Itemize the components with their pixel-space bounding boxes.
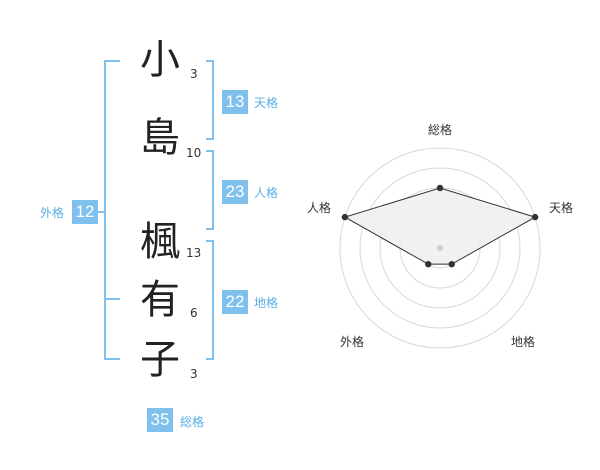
chikaku-bracket-bottom <box>206 358 214 360</box>
gaikaku-label: 外格 <box>40 206 65 220</box>
radar-axis-label-soukaku: 総格 <box>428 123 453 137</box>
radar-point-3 <box>448 260 455 268</box>
name-char-5: 子 <box>140 337 180 383</box>
stroke-count-4: 6 <box>190 306 198 320</box>
jinkaku-bracket-top <box>206 150 214 152</box>
jinkaku-bracket-bottom <box>206 228 214 230</box>
radar-point-5 <box>341 213 349 221</box>
radar-point-4 <box>425 260 432 268</box>
jinkaku-label: 人格 <box>254 186 279 200</box>
soukaku-label: 総格 <box>180 415 205 429</box>
gaikaku-badge: 12 <box>72 200 98 224</box>
chikaku-bracket-spine <box>212 240 214 360</box>
stroke-count-5: 3 <box>190 367 198 381</box>
jinkaku-badge: 23 <box>222 180 248 204</box>
chikaku-bracket-top <box>206 240 214 242</box>
gaikaku-bracket-mid <box>104 298 120 300</box>
tenkaku-label: 天格 <box>254 96 279 110</box>
soukaku-badge: 35 <box>147 408 173 432</box>
name-char-3: 楓 <box>140 219 180 265</box>
radar-series-area <box>343 187 537 265</box>
tenkaku-bracket-spine <box>212 60 214 140</box>
radar-grid-ring-5 <box>339 147 541 349</box>
stroke-count-2: 10 <box>186 146 202 160</box>
stroke-count-1: 3 <box>190 67 198 81</box>
tenkaku-bracket-top <box>206 60 214 62</box>
jinkaku-bracket-spine <box>212 150 214 230</box>
radar-point-2 <box>531 213 539 221</box>
gaikaku-bracket-tick <box>98 211 104 213</box>
gaikaku-bracket-spine <box>104 60 106 360</box>
name-char-4: 有 <box>140 277 180 323</box>
chikaku-label: 地格 <box>254 296 279 310</box>
gaikaku-bracket-top <box>104 60 120 62</box>
name-char-2: 島 <box>140 115 180 161</box>
chikaku-badge: 22 <box>222 290 248 314</box>
name-char-1: 小 <box>140 37 180 83</box>
tenkaku-bracket-bottom <box>206 138 214 140</box>
stroke-count-3: 13 <box>186 246 202 260</box>
radar-chart <box>339 147 541 349</box>
radar-grid-ring-4 <box>359 167 521 329</box>
radar-center-dot <box>437 245 443 251</box>
radar-axis-label-gaikaku: 外格 <box>340 335 365 349</box>
radar-axis-label-jinkaku: 人格 <box>307 201 332 215</box>
tenkaku-badge: 13 <box>222 90 248 114</box>
gaikaku-bracket-bottom <box>104 358 120 360</box>
radar-point-1 <box>436 184 444 192</box>
radar-axis-label-chikaku: 地格 <box>511 335 536 349</box>
radar-axis-label-tenkaku: 天格 <box>549 201 574 215</box>
